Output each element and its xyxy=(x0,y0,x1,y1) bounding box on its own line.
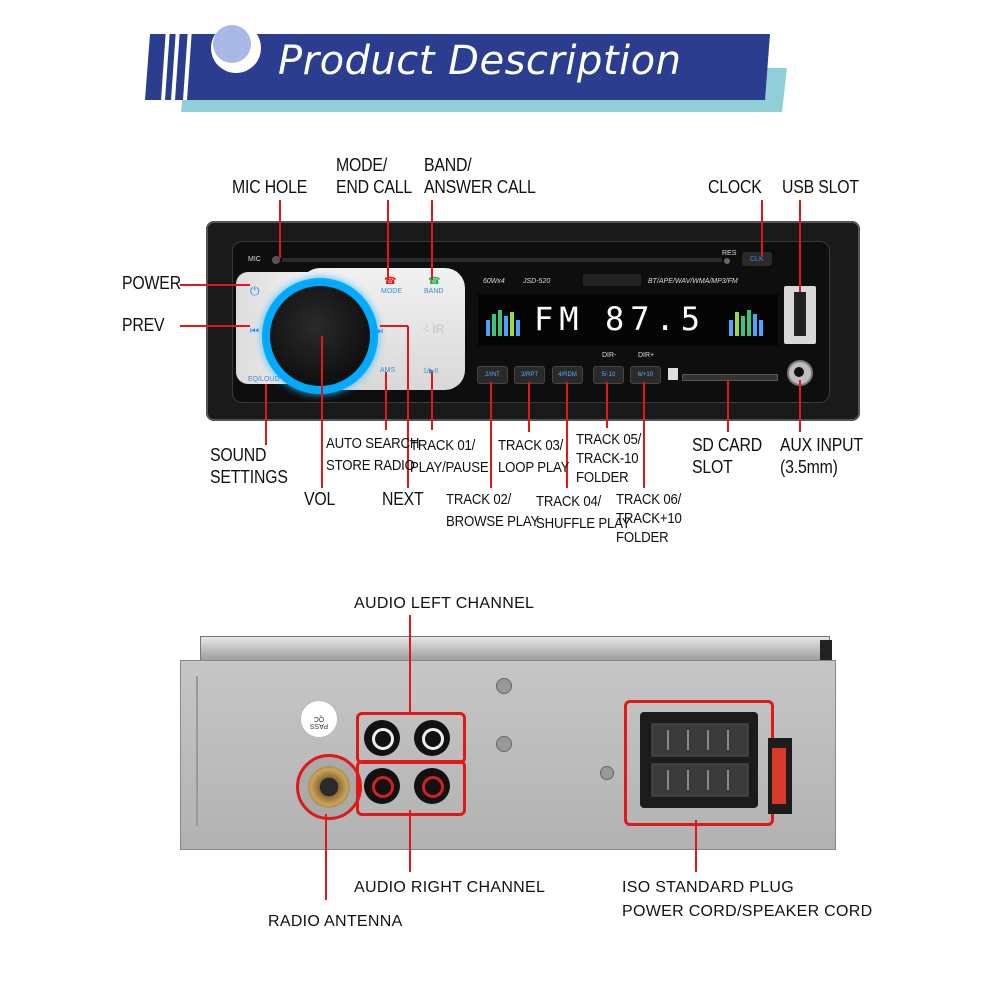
play-pause-button[interactable]: 1/▶II xyxy=(423,368,439,375)
label-track02-line2: BROWSE PLAY xyxy=(446,513,540,530)
label-track01-line1: TRACK 01/ xyxy=(410,437,476,454)
radio-antenna-core xyxy=(308,766,350,808)
sd-card-icon xyxy=(668,368,678,380)
spec-power: 60Wx4 xyxy=(483,278,505,285)
label-track04-line1: TRACK 04/ xyxy=(536,493,602,510)
back-callout-lines xyxy=(325,615,697,900)
label-sound-line2: SETTINGS xyxy=(210,467,288,487)
prev-button[interactable]: ⏮ xyxy=(250,326,259,337)
button-6-plus10[interactable]: 6/+10 xyxy=(630,366,661,384)
label-auto-search-line2: STORE RADIO xyxy=(326,457,415,474)
label-aux-line2: (3.5mm) xyxy=(780,457,838,477)
label-track06-line1: TRACK 06/ xyxy=(616,491,682,508)
ams-button[interactable]: AMS xyxy=(380,367,396,374)
rca-white-1-ring xyxy=(372,728,394,750)
screw-3 xyxy=(600,766,614,780)
button-2-int[interactable]: 2/INT xyxy=(477,366,508,384)
eq-bars-right xyxy=(729,310,763,336)
next-button[interactable]: ⏭ xyxy=(374,326,383,337)
rca-red-2-ring xyxy=(422,776,444,798)
format-list: BT/APE/WAV/WMA/MP3/FM xyxy=(648,278,738,285)
label-clock: CLOCK xyxy=(708,177,762,197)
front-callout-lines xyxy=(180,200,801,488)
usb-slot-port xyxy=(794,292,806,336)
display-band: FM xyxy=(534,300,585,338)
label-track06-line2: TRACK+10 xyxy=(616,510,682,527)
mode-button[interactable]: MODE xyxy=(381,288,402,295)
label-iso-line2: POWER CORD/SPEAKER CORD xyxy=(622,903,873,920)
screw-2 xyxy=(496,736,512,752)
res-hole xyxy=(724,258,730,264)
label-audio-left: AUDIO LEFT CHANNEL xyxy=(354,595,535,612)
banner-graphic xyxy=(145,23,787,112)
label-usb-slot: USB SLOT xyxy=(782,177,859,197)
clk-button[interactable] xyxy=(742,252,772,266)
mic-hole xyxy=(272,256,280,264)
clk-text: CLK xyxy=(750,256,764,263)
ir-receiver-icon: ⁖ IR xyxy=(422,322,445,336)
rca-white-2-ring xyxy=(422,728,444,750)
top-slot xyxy=(282,258,722,262)
power-icon[interactable]: ⏻ xyxy=(250,284,260,298)
label-track03-line2: LOOP PLAY xyxy=(498,459,570,476)
label-mic-hole: MIC HOLE xyxy=(232,177,308,197)
label-track05-line2: TRACK-10 xyxy=(576,450,639,467)
band-button[interactable]: BAND xyxy=(424,288,444,295)
label-track05-line1: TRACK 05/ xyxy=(576,431,642,448)
back-panel-ribs xyxy=(196,676,198,826)
radio-back-top-rim xyxy=(200,636,830,662)
disc-slot-window xyxy=(583,274,641,286)
label-radio-antenna: RADIO ANTENNA xyxy=(268,913,403,930)
lcd-display xyxy=(478,294,778,346)
label-mode-line2: END CALL xyxy=(336,177,413,197)
label-audio-right: AUDIO RIGHT CHANNEL xyxy=(354,879,546,896)
label-next: NEXT xyxy=(382,489,424,509)
label-prev: PREV xyxy=(122,315,165,335)
label-aux-line1: AUX INPUT xyxy=(780,435,863,455)
label-sd-line1: SD CARD xyxy=(692,435,763,455)
band-icon: ☎ xyxy=(428,276,441,287)
label-track04-line2: SHUFFLE PLAY xyxy=(536,515,631,532)
label-iso-line1: ISO STANDARD PLUG xyxy=(622,879,794,896)
volume-knob-cap xyxy=(270,286,370,386)
aux-input-hole xyxy=(794,367,804,377)
res-text: RES xyxy=(722,250,737,257)
dir-minus-text: DIR- xyxy=(602,352,617,359)
label-band-line1: BAND/ xyxy=(424,155,472,175)
screw-1 xyxy=(496,678,512,694)
model-number: JSD-520 xyxy=(523,278,551,285)
display-frequency: 87.5 xyxy=(605,300,707,338)
rca-red-1-ring xyxy=(372,776,394,798)
eq-loud-button[interactable]: EQ/LOUD xyxy=(248,376,280,383)
eq-bars-left xyxy=(486,310,520,336)
dir-plus-text: DIR+ xyxy=(638,352,655,359)
label-mode-line1: MODE/ xyxy=(336,155,388,175)
label-sd-line2: SLOT xyxy=(692,457,733,477)
label-track05-line3: FOLDER xyxy=(576,469,629,486)
button-5-minus10[interactable]: 5/-10 xyxy=(593,366,624,384)
label-track03-line1: TRACK 03/ xyxy=(498,437,564,454)
label-auto-search-line1: AUTO SEARCH xyxy=(326,435,420,452)
label-vol: VOL xyxy=(304,489,336,509)
iso-connector-pins xyxy=(651,723,749,797)
banner-title: Product Description xyxy=(278,38,682,84)
label-band-line2: ANSWER CALL xyxy=(424,177,536,197)
label-sound-line1: SOUND xyxy=(210,445,267,465)
label-power: POWER xyxy=(122,273,181,293)
label-track06-line3: FOLDER xyxy=(616,529,669,546)
label-track02-line1: TRACK 02/ xyxy=(446,491,512,508)
sd-card-slot[interactable] xyxy=(682,374,778,381)
mode-icon: ☎ xyxy=(384,276,397,287)
label-track01-line2: PLAY/PAUSE xyxy=(410,459,489,476)
red-fuse xyxy=(772,748,786,804)
mic-text: MIC xyxy=(248,256,261,263)
